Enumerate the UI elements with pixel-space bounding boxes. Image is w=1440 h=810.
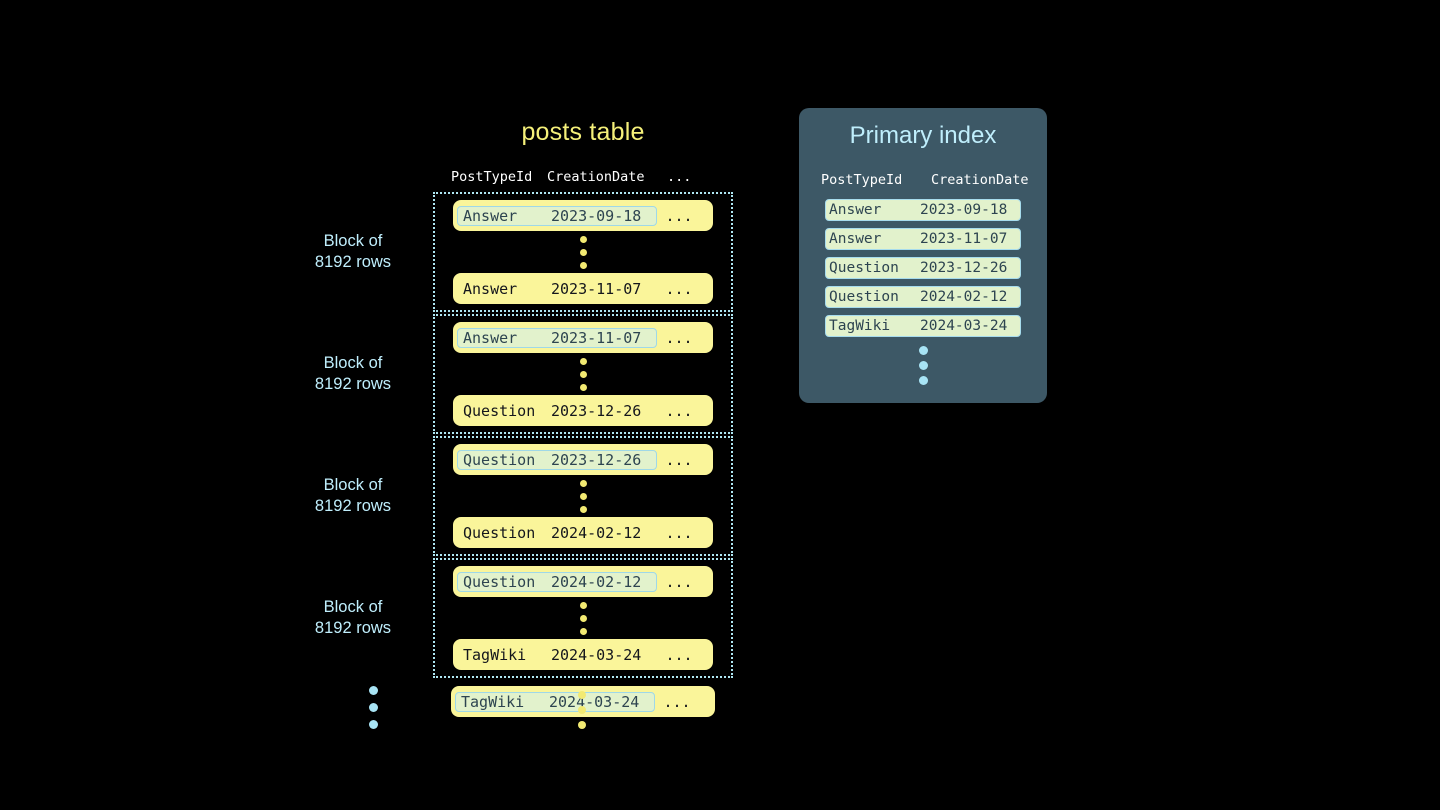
index-row: Question 2023-12-26: [825, 257, 1021, 279]
cell-posttypeid: TagWiki: [461, 692, 525, 711]
cell-posttypeid: Question: [463, 450, 536, 469]
cell-posttypeid: TagWiki: [463, 645, 527, 664]
row-key-cells: Question 2024-02-12: [457, 571, 657, 592]
cell-creationdate: 2023-09-18: [551, 206, 642, 225]
index-column-header-creationdate: CreationDate: [931, 172, 1029, 188]
index-cell-posttypeid: Answer: [829, 202, 882, 218]
cell-posttypeid: Answer: [463, 206, 518, 225]
table-block: Block of 8192 rows Answer 2023-11-07 ...…: [315, 314, 733, 434]
index-cell-posttypeid: Question: [829, 260, 899, 276]
row-ellipsis-dots: [435, 475, 731, 517]
index-cell-creationdate: 2023-12-26: [920, 260, 1008, 276]
row-key-cells: Question 2023-12-26: [457, 449, 657, 470]
cell-ellipsis: ...: [663, 692, 691, 711]
cell-ellipsis: ...: [665, 328, 693, 347]
cell-ellipsis: ...: [665, 401, 693, 420]
index-cell-creationdate: 2024-02-12: [920, 289, 1008, 305]
block-label: Block of 8192 rows: [314, 354, 392, 393]
table-row: Answer 2023-11-07 ...: [453, 273, 713, 304]
block-label: Block of 8192 rows: [314, 598, 392, 637]
table-row: TagWiki 2024-03-24 ...: [453, 639, 713, 670]
table-row: Question 2024-02-12 ...: [453, 566, 713, 597]
index-column-headers: PostTypeId CreationDate: [799, 172, 1047, 188]
block-label: Block of 8192 rows: [314, 476, 392, 515]
index-row: Question 2024-02-12: [825, 286, 1021, 308]
row-ellipsis-dots: [435, 353, 731, 395]
column-header-ellipsis: ...: [667, 169, 692, 185]
row-key-cells: TagWiki 2024-03-24: [455, 691, 655, 712]
row-key-cells: Question 2023-12-26: [457, 401, 657, 421]
cell-creationdate: 2023-11-07: [551, 328, 642, 347]
table-block: Block of 8192 rows Answer 2023-09-18 ...…: [315, 192, 733, 312]
table-row: Answer 2023-11-07 ...: [453, 322, 713, 353]
cell-posttypeid: Question: [463, 523, 536, 542]
cell-ellipsis: ...: [665, 450, 693, 469]
table-row: Question 2023-12-26 ...: [453, 395, 713, 426]
row-key-cells: Question 2024-02-12: [457, 523, 657, 543]
row-ellipsis-dots: [435, 597, 731, 639]
index-cell-posttypeid: Answer: [829, 231, 882, 247]
table-row: Answer 2023-09-18 ...: [453, 200, 713, 231]
posts-table-title: posts table: [521, 118, 645, 146]
index-cell-creationdate: 2024-03-24: [920, 318, 1008, 334]
cell-creationdate: 2023-12-26: [551, 450, 642, 469]
index-continuation-dots: [799, 346, 1047, 385]
posts-table-column-headers: PostTypeId CreationDate ...: [433, 169, 733, 185]
primary-index-panel: Primary index PostTypeId CreationDate An…: [799, 108, 1047, 403]
index-cell-creationdate: 2023-11-07: [920, 231, 1008, 247]
row-key-cells: Answer 2023-09-18: [457, 205, 657, 226]
table-block: Block of 8192 rows Question 2023-12-26 .…: [315, 436, 733, 556]
table-block: Block of 8192 rows Question 2024-02-12 .…: [315, 558, 733, 678]
cell-ellipsis: ...: [665, 279, 693, 298]
posts-table-group: posts table PostTypeId CreationDate ... …: [315, 118, 733, 725]
cell-ellipsis: ...: [665, 523, 693, 542]
column-header-creationdate: CreationDate: [547, 169, 645, 185]
index-row: TagWiki 2024-03-24: [825, 315, 1021, 337]
cell-creationdate: 2024-02-12: [551, 572, 642, 591]
cell-posttypeid: Answer: [463, 328, 518, 347]
table-row: Question 2023-12-26 ...: [453, 444, 713, 475]
cell-posttypeid: Question: [463, 572, 536, 591]
cell-creationdate: 2024-03-24: [549, 692, 640, 711]
block-label: Block of 8192 rows: [314, 232, 392, 271]
column-header-posttypeid: PostTypeId: [451, 169, 533, 185]
cell-creationdate: 2023-11-07: [551, 279, 642, 298]
cell-ellipsis: ...: [665, 206, 693, 225]
index-cell-posttypeid: Question: [829, 289, 899, 305]
primary-index-title: Primary index: [849, 122, 997, 149]
row-ellipsis-dots: [435, 231, 731, 273]
row-key-cells: TagWiki 2024-03-24: [457, 645, 657, 665]
cell-posttypeid: Answer: [463, 279, 518, 298]
cell-ellipsis: ...: [665, 572, 693, 591]
table-row: Question 2024-02-12 ...: [453, 517, 713, 548]
row-key-cells: Answer 2023-11-07: [457, 279, 657, 299]
cell-ellipsis: ...: [665, 645, 693, 664]
index-cell-creationdate: 2023-09-18: [920, 202, 1008, 218]
row-key-cells: Answer 2023-11-07: [457, 327, 657, 348]
index-cell-posttypeid: TagWiki: [829, 318, 891, 334]
table-continuation-dots: [578, 691, 586, 729]
cell-creationdate: 2024-03-24: [551, 645, 642, 664]
cell-posttypeid: Question: [463, 401, 536, 420]
block-continuation-dots: [369, 686, 378, 729]
index-column-header-posttypeid: PostTypeId: [821, 172, 903, 188]
cell-creationdate: 2023-12-26: [551, 401, 642, 420]
cell-creationdate: 2024-02-12: [551, 523, 642, 542]
index-row: Answer 2023-09-18: [825, 199, 1021, 221]
index-row: Answer 2023-11-07: [825, 228, 1021, 250]
